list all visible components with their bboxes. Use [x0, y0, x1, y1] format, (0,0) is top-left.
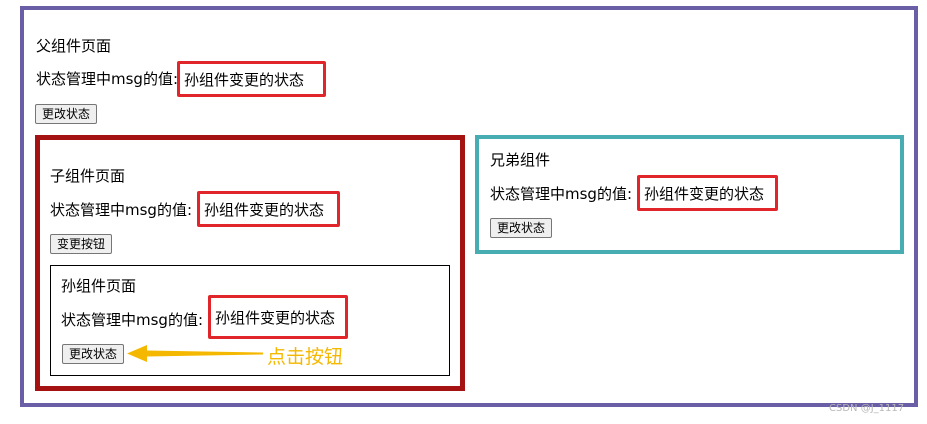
grandchild-change-state-button[interactable]: 更改状态: [62, 344, 125, 364]
grandchild-state-value-text: 孙组件变更的状态: [215, 308, 336, 327]
parent-state-label: 状态管理中msg的值:: [36, 70, 179, 88]
arrow-left-icon: [127, 345, 263, 362]
sibling-change-state-button[interactable]: 更改状态: [490, 218, 553, 238]
sibling-component-frame: [475, 135, 904, 254]
parent-change-state-button[interactable]: 更改状态: [35, 104, 98, 124]
grandchild-state-value: 孙组件变更的状态: [208, 295, 348, 339]
grandchild-page-title: 孙组件页面: [61, 277, 137, 295]
parent-component-frame: [20, 6, 918, 407]
sibling-state-value-text: 孙组件变更的状态: [644, 184, 765, 203]
sibling-page-title: 兄弟组件: [490, 151, 551, 169]
child-page-title: 子组件页面: [50, 167, 126, 185]
child-state-label: 状态管理中msg的值:: [50, 201, 193, 219]
child-change-button[interactable]: 变更按钮: [50, 234, 113, 254]
click-button-annotation: 点击按钮: [267, 346, 344, 368]
sibling-state-label: 状态管理中msg的值:: [490, 185, 633, 203]
grandchild-component-frame: [50, 265, 450, 376]
child-component-frame: [35, 135, 465, 391]
child-state-value: 孙组件变更的状态: [197, 191, 340, 227]
parent-state-value: 孙组件变更的状态: [177, 61, 326, 97]
sibling-state-value: 孙组件变更的状态: [637, 175, 778, 211]
parent-state-value-text: 孙组件变更的状态: [184, 70, 305, 89]
grandchild-state-label: 状态管理中msg的值:: [61, 311, 204, 329]
child-state-value-text: 孙组件变更的状态: [204, 200, 325, 219]
parent-page-title: 父组件页面: [36, 37, 112, 55]
csdn-watermark: CSDN @J_1117: [829, 403, 905, 414]
